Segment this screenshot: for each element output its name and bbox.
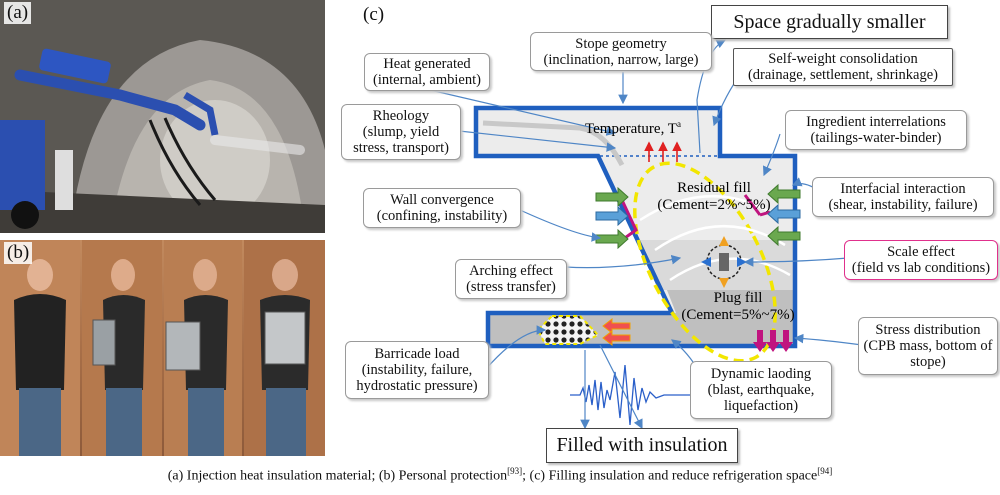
panel-label-c: (c)	[363, 4, 385, 25]
wall-convergence-arrows-left	[595, 186, 629, 250]
callout-interfacial: Interfacial interaction (shear, instabil…	[812, 177, 994, 217]
barricade-rubble	[536, 315, 600, 345]
cooling-vest-figures	[0, 240, 325, 456]
callout-rheology: Rheology (slump, yield stress, transport…	[341, 104, 461, 160]
callout-barricade-load: Barricade load (instability, failure, hy…	[345, 341, 489, 399]
photo-personal-protection: (b)	[0, 240, 325, 456]
filled-insulation-box: Filled with insulation	[546, 428, 738, 463]
residual-fill-cement: (Cement=2%~5%)	[657, 197, 770, 213]
callout-stress-distribution: Stress distribution (CPB mass, bottom of…	[858, 317, 998, 375]
callout-scale-effect: Scale effect (field vs lab conditions)	[844, 240, 998, 280]
heat-arrows	[644, 141, 682, 162]
callout-wall-convergence: Wall convergence (confining, instability…	[363, 188, 521, 228]
stress-arrows	[753, 330, 793, 352]
seismic-waveform	[570, 364, 700, 426]
residual-fill-title: Residual fill	[677, 180, 751, 196]
callout-heat-generated: Heat generated (internal, ambient)	[364, 53, 490, 91]
panel-label-a: (a)	[4, 2, 32, 24]
plug-fill-title: Plug fill	[714, 290, 763, 306]
wall-convergence-arrows-right	[767, 183, 801, 247]
plug-fill-cement: (Cement=5%~7%)	[681, 307, 794, 323]
callout-dynamic-loading: Dynamic laoding (blast, earthquake, liqu…	[690, 361, 832, 419]
temperature-label: Temperature, Ta	[585, 119, 681, 137]
panel-label-b: (b)	[4, 242, 33, 264]
figure-caption: (a) Injection heat insulation material; …	[167, 466, 833, 484]
callout-self-weight: Self-weight consolidation (drainage, set…	[733, 48, 953, 86]
photo-insulation-spraying: (a)	[0, 0, 325, 233]
tunnel-scene-illustration	[0, 0, 325, 233]
callout-ingredient: Ingredient interrelations (tailings-wate…	[785, 110, 967, 150]
arching-zone-ellipse	[633, 161, 777, 363]
callout-stope-geometry: Stope geometry (inclination, narrow, lar…	[530, 32, 712, 71]
space-smaller-box: Space gradually smaller	[711, 5, 948, 39]
callout-arching: Arching effect (stress transfer)	[455, 259, 567, 299]
